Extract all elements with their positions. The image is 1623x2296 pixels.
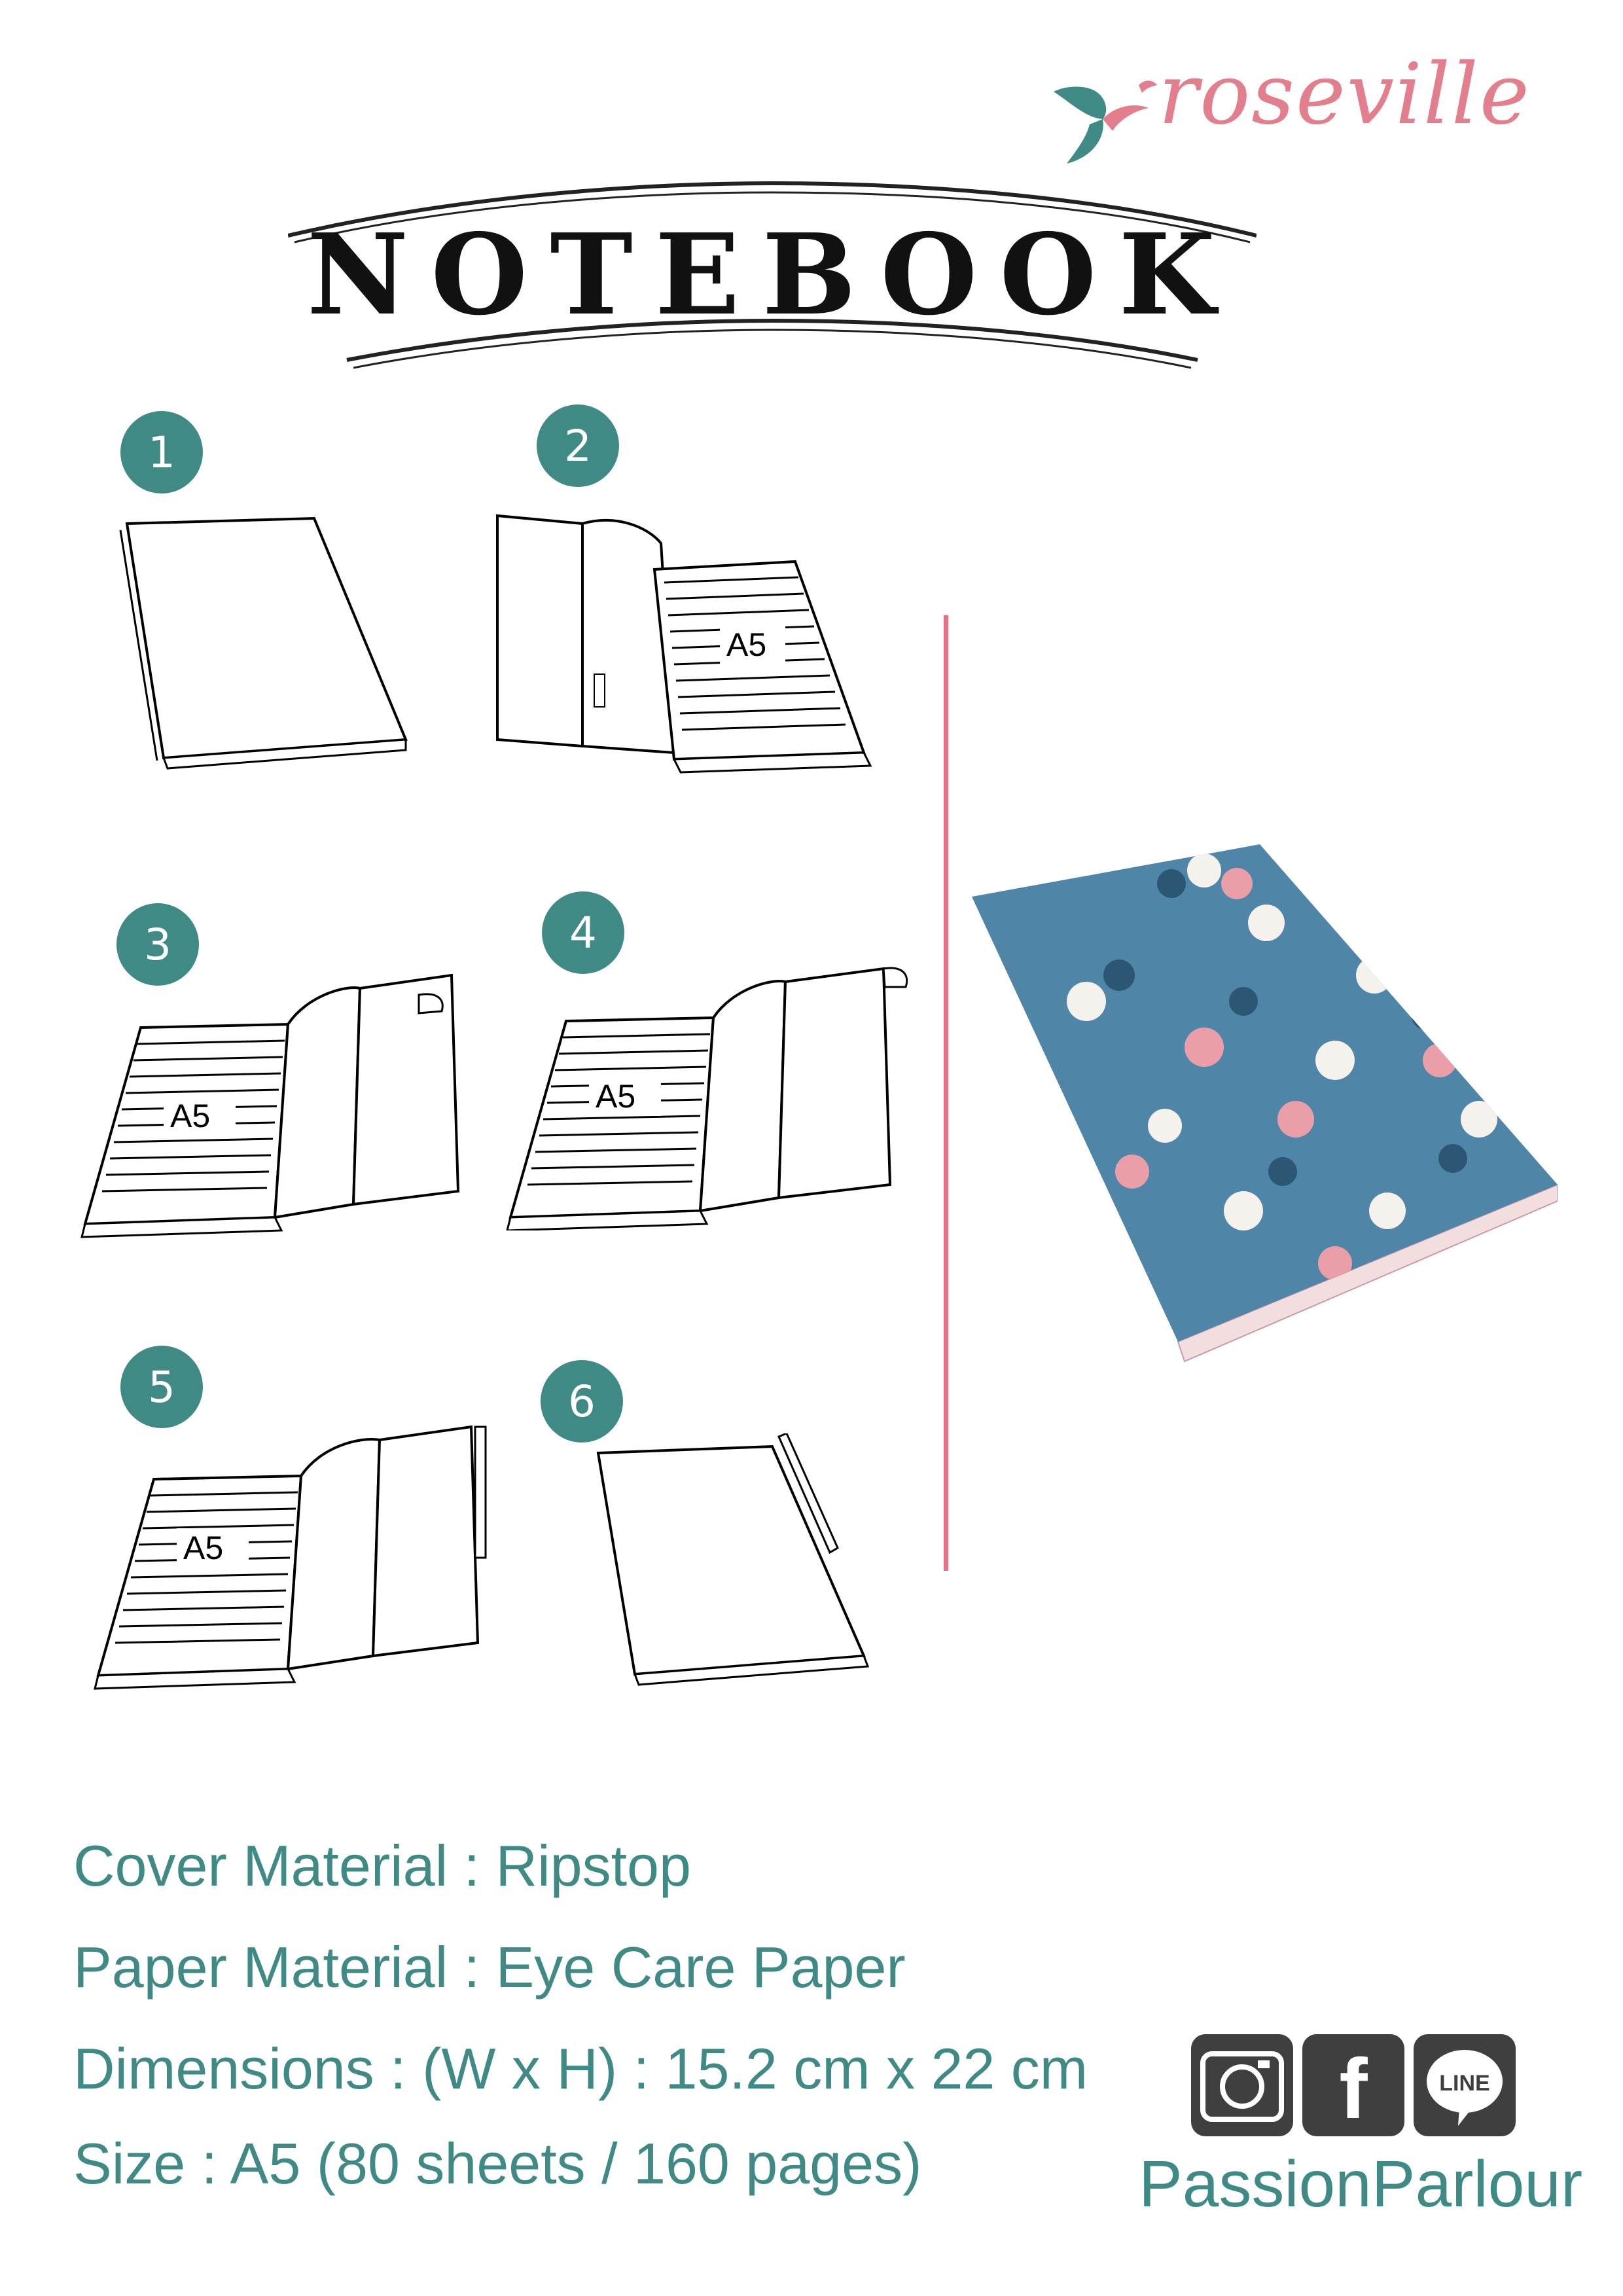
step-4-illustration: A5 bbox=[506, 967, 908, 1230]
brand-name: roseville bbox=[1158, 46, 1531, 143]
spec-paper-material: Paper Material : Eye Care Paper bbox=[73, 1935, 906, 2000]
social-handle: PassionParlour bbox=[1139, 2147, 1583, 2221]
facebook-icon[interactable]: f bbox=[1302, 2034, 1404, 2136]
step-4-badge: 4 bbox=[542, 891, 624, 974]
title-banner: NOTEBOOK bbox=[288, 164, 1257, 380]
brand-logo: roseville bbox=[1041, 46, 1529, 170]
bird-icon bbox=[1054, 81, 1157, 164]
facebook-glyph: f bbox=[1339, 2041, 1368, 2136]
spec-dimensions: Dimensions : (W x H) : 15.2 cm x 22 cm bbox=[73, 2036, 1088, 2101]
pen-icon bbox=[777, 1433, 839, 1554]
spec-size: Size : A5 (80 sheets / 160 pages) bbox=[73, 2131, 922, 2196]
step-4-a5-label: A5 bbox=[596, 1078, 635, 1115]
instagram-icon[interactable] bbox=[1191, 2034, 1293, 2136]
step-3-illustration: A5 bbox=[80, 973, 460, 1238]
step-3-a5-label: A5 bbox=[170, 1098, 210, 1134]
vertical-divider bbox=[944, 615, 948, 1571]
banner-lines bbox=[288, 181, 1257, 369]
step-5-illustration: A5 bbox=[94, 1425, 487, 1690]
step-2-badge: 2 bbox=[537, 404, 619, 487]
step-6-badge: 6 bbox=[541, 1360, 623, 1443]
line-label: LINE bbox=[1439, 2071, 1489, 2096]
page-title: NOTEBOOK bbox=[306, 209, 1238, 340]
step-1-badge: 1 bbox=[120, 411, 203, 493]
step-6-illustration bbox=[596, 1433, 870, 1686]
product-photo bbox=[972, 844, 1558, 1363]
spec-cover-material: Cover Material : Ripstop bbox=[73, 1833, 691, 1898]
step-1-illustration bbox=[119, 516, 408, 770]
step-5-a5-label: A5 bbox=[183, 1530, 223, 1566]
line-icon[interactable]: LINE bbox=[1414, 2034, 1516, 2136]
step-3-badge: 3 bbox=[116, 903, 199, 986]
step-5-badge: 5 bbox=[120, 1346, 203, 1428]
step-2-a5-label: A5 bbox=[726, 626, 766, 663]
pen-icon bbox=[474, 1426, 487, 1559]
step-2-illustration: A5 bbox=[496, 514, 872, 774]
social-icons: f LINE bbox=[1191, 2034, 1516, 2136]
